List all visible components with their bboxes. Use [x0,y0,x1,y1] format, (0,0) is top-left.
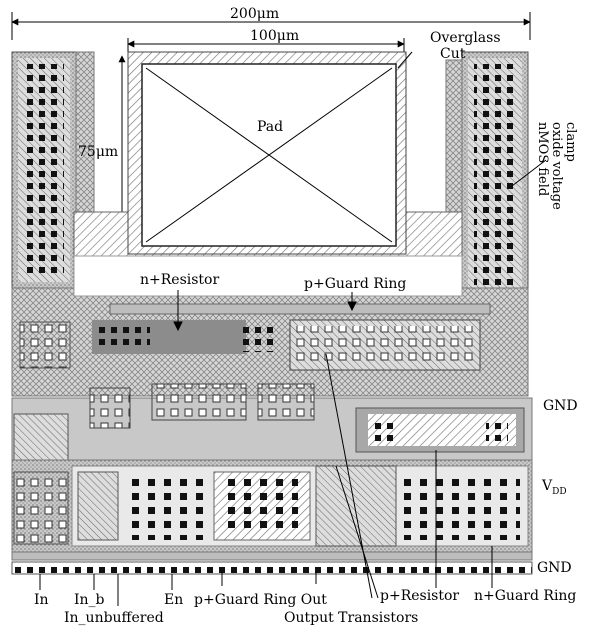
bottom-gnd-rail [11,551,533,575]
upper-circuit-area [11,255,529,397]
nmos-clamp-line2: oxide voltage [549,122,564,210]
nmos-clamp-label: nMOS field oxide voltage clamp [535,122,578,210]
vdd-output-area [11,459,533,553]
left-clamp-column [11,51,95,289]
vdd-label-sub: DD [552,487,566,497]
gnd-bottom-label: GND [537,560,572,576]
pad-structure [73,51,463,257]
nmos-clamp-line3: clamp [563,122,578,162]
in-label: In [34,592,49,608]
n-guard-ring-label: n+Guard Ring [474,588,576,604]
output-transistors-label: Output Transistors [284,610,418,626]
gnd-right-label: GND [543,398,578,414]
pad-label: Pad [257,119,283,135]
dimension-lines [11,12,531,253]
p-resistor-label: p+Resistor [380,588,459,604]
width-dimension-label: 200μm [230,6,279,22]
nmos-clamp-line1: nMOS field [535,122,550,196]
pad-height-label: 75μm [78,144,118,160]
in-unbuffered-label: In_unbuffered [64,610,164,626]
vdd-label: VDD [541,478,567,497]
overglass-label-line1: Overglass [430,30,501,46]
n-resistor-label: n+Resistor [140,272,219,288]
right-clamp-column [445,51,529,307]
gnd-band [11,383,533,465]
vdd-label-main: V [541,478,553,494]
p-guard-ring-top-label: p+Guard Ring [304,276,406,292]
en-label: En [164,592,183,608]
in-b-label: In_b [74,592,105,608]
pad-width-label: 100μm [250,28,299,44]
overglass-label-line2: Cut [440,46,466,62]
p-guard-ring-out-label: p+Guard Ring Out [194,592,327,608]
callout-pointers [39,51,547,606]
